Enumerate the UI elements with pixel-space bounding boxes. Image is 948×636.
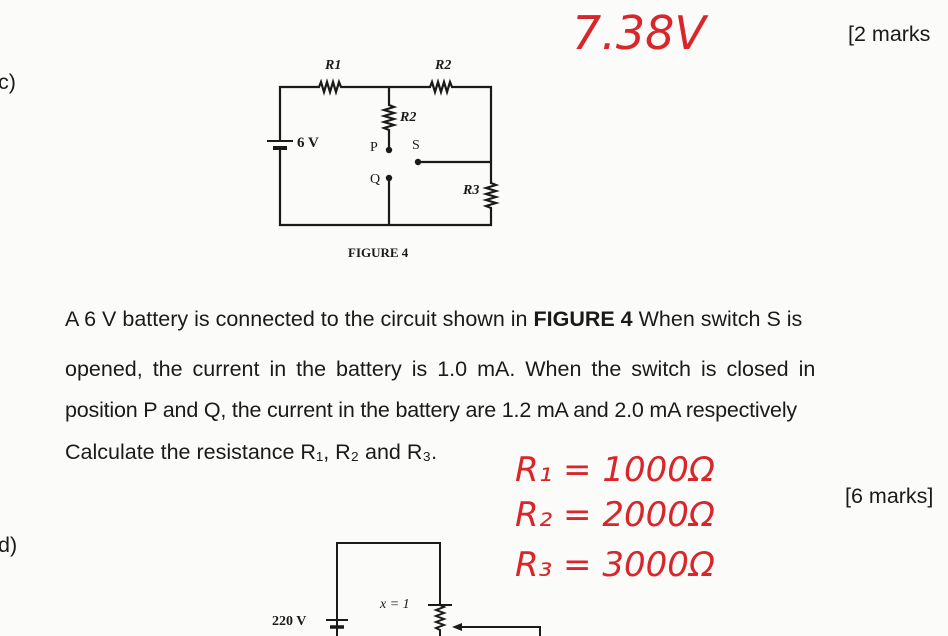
- s-label: S: [412, 138, 420, 153]
- handwritten-r1: R₁ = 1000Ω: [515, 450, 715, 490]
- r2-mid-label: R2: [400, 110, 417, 125]
- figure-caption: FIGURE 4: [348, 245, 409, 260]
- handwritten-answer-prev: 7.38V: [572, 6, 706, 60]
- q-label: Q: [370, 172, 381, 187]
- question-d-label: d): [0, 533, 18, 557]
- p-label: P: [370, 140, 378, 155]
- marks-c: [6 marks]: [845, 484, 934, 508]
- x-label: x = 1: [380, 597, 410, 612]
- prev-marks: [2 marks: [848, 22, 931, 46]
- question-line-4: Calculate the resistance R₁, R₂ and R₃.: [65, 440, 438, 464]
- figure-ref: FIGURE 4: [533, 307, 633, 331]
- text: When switch S is: [632, 307, 803, 331]
- handwritten-r3: R₃ = 3000Ω: [515, 545, 715, 585]
- battery-220v-label: 220 V: [272, 614, 307, 629]
- r3-label: R3: [463, 183, 480, 198]
- question-line-2: opened, the current in the battery is 1.…: [65, 357, 816, 381]
- r2-top-label: R2: [435, 58, 452, 73]
- question-line-3: position P and Q, the current in the bat…: [65, 398, 797, 422]
- battery-label: 6 V: [297, 135, 319, 151]
- question-c-label: c): [0, 70, 16, 94]
- text: A 6 V battery is connected to the circui…: [65, 307, 534, 331]
- handwritten-r2: R₂ = 2000Ω: [515, 495, 715, 535]
- question-line-1: A 6 V battery is connected to the circui…: [65, 307, 802, 332]
- r1-label: R1: [325, 58, 342, 73]
